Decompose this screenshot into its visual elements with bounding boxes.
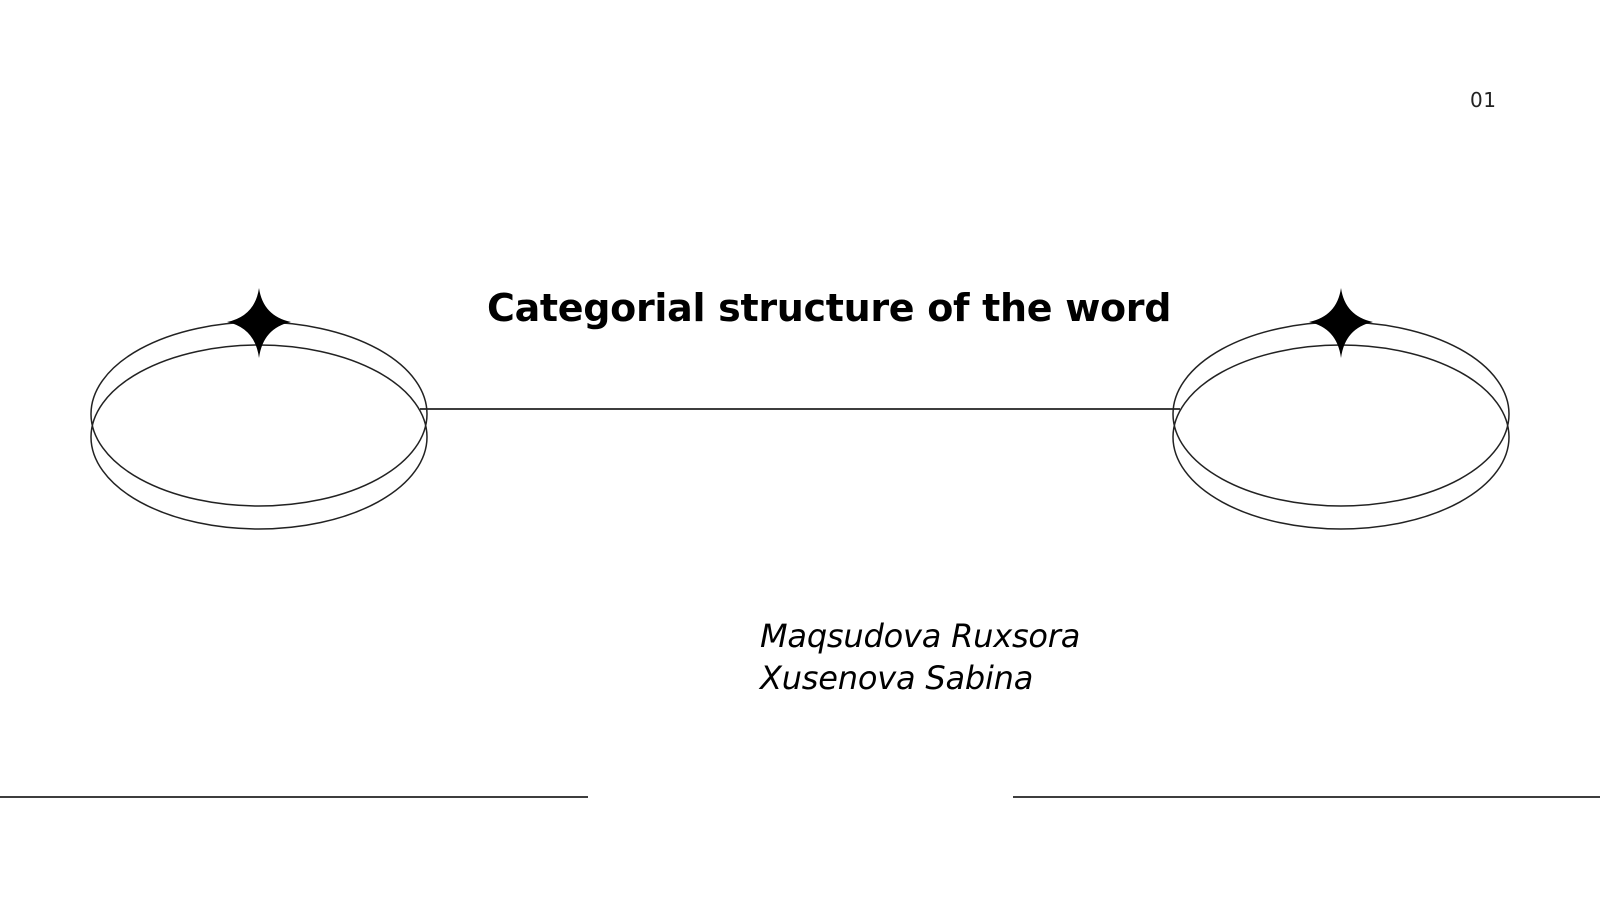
authors-block: Maqsudova Ruxsora Xusenova Sabina xyxy=(760,615,1080,699)
right-star-icon xyxy=(1309,288,1373,358)
author-name: Xusenova Sabina xyxy=(760,659,1034,697)
left-star-icon xyxy=(227,288,291,358)
slide-title: Categorial structure of the word xyxy=(487,286,1172,330)
author-name: Maqsudova Ruxsora xyxy=(760,617,1081,655)
page-number: 01 xyxy=(1470,88,1497,112)
